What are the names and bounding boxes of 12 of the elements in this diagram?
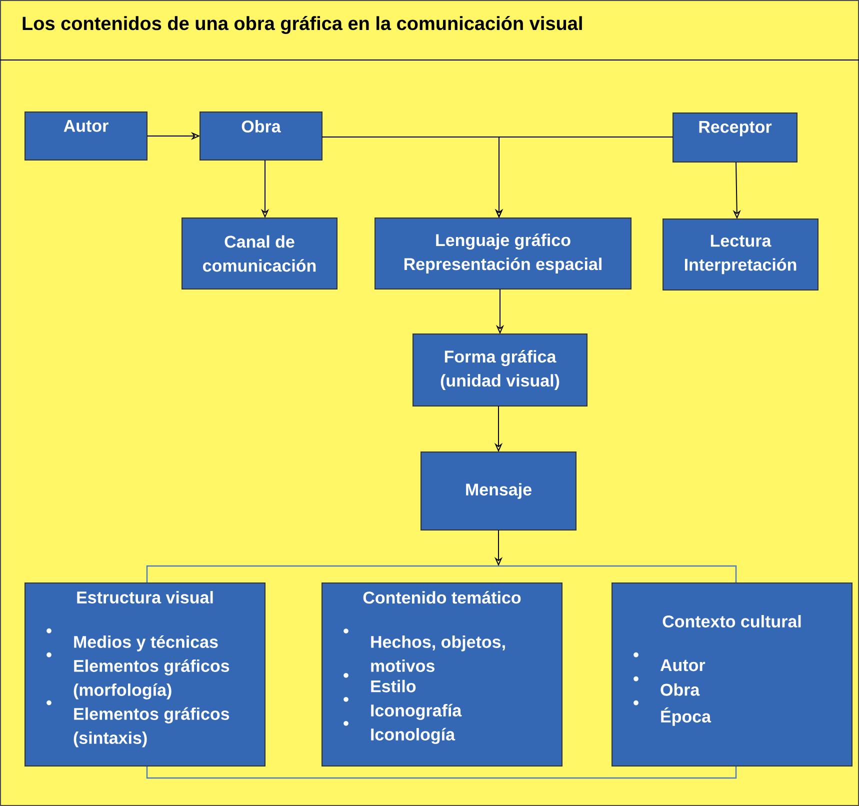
- process-box: Obra: [200, 112, 322, 160]
- list-box: Contexto cultural Autor Obra Época: [612, 582, 852, 766]
- process-box: Lectura Interpretación: [662, 218, 818, 290]
- list-box: Contenido temático Hechos, objetos, motivos Estilo Iconografía Iconología: [322, 582, 562, 766]
- process-box: Autor: [24, 112, 148, 160]
- process-box: Receptor: [672, 112, 798, 162]
- title: Los contenidos de una obra gráfica en la comunicación visual: [22, 16, 582, 34]
- list-box: Estructura visual Medios y técnicas Elementos gráficos (morfología) Elementos gráficos (sintaxis): [24, 582, 266, 766]
- process-box: Mensaje: [420, 452, 576, 530]
- process-box: Lenguaje gráfico Representación espacial: [374, 218, 632, 290]
- process-box: Forma gráfica (unidad visual): [412, 334, 588, 406]
- process-box: Canal de comunicación: [182, 218, 338, 290]
